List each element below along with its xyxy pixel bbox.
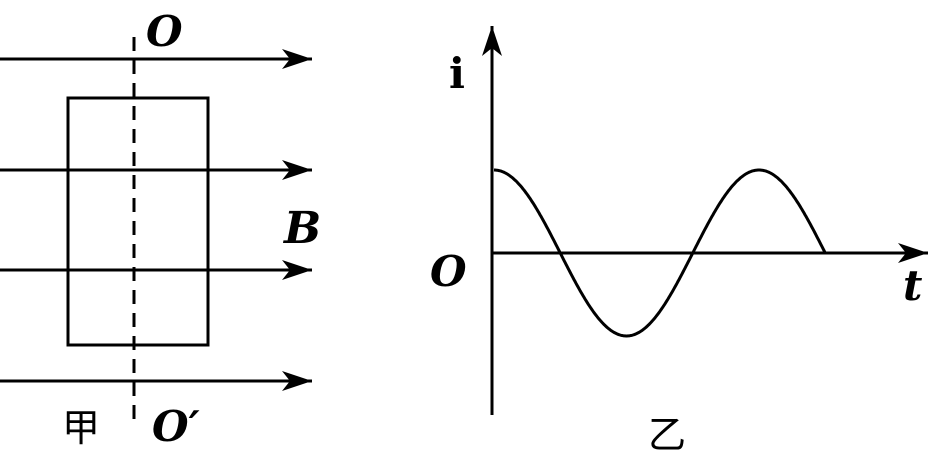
y-axis-label: i bbox=[449, 49, 465, 98]
current-curve bbox=[494, 168, 827, 338]
figure-b: i O t 乙 bbox=[430, 26, 928, 457]
caption-a: 甲 bbox=[62, 406, 100, 450]
axis-top-label: O bbox=[146, 7, 183, 56]
x-axis-label: t bbox=[903, 261, 922, 310]
origin-label: O bbox=[430, 247, 467, 296]
figure-a: O B O′ 甲 bbox=[0, 7, 321, 451]
caption-b: 乙 bbox=[648, 413, 686, 457]
axis-bottom-label: O′ bbox=[152, 402, 200, 451]
magnetic-field-lines bbox=[0, 49, 312, 391]
field-label: B bbox=[282, 203, 321, 254]
rectangular-coil bbox=[66, 96, 210, 347]
